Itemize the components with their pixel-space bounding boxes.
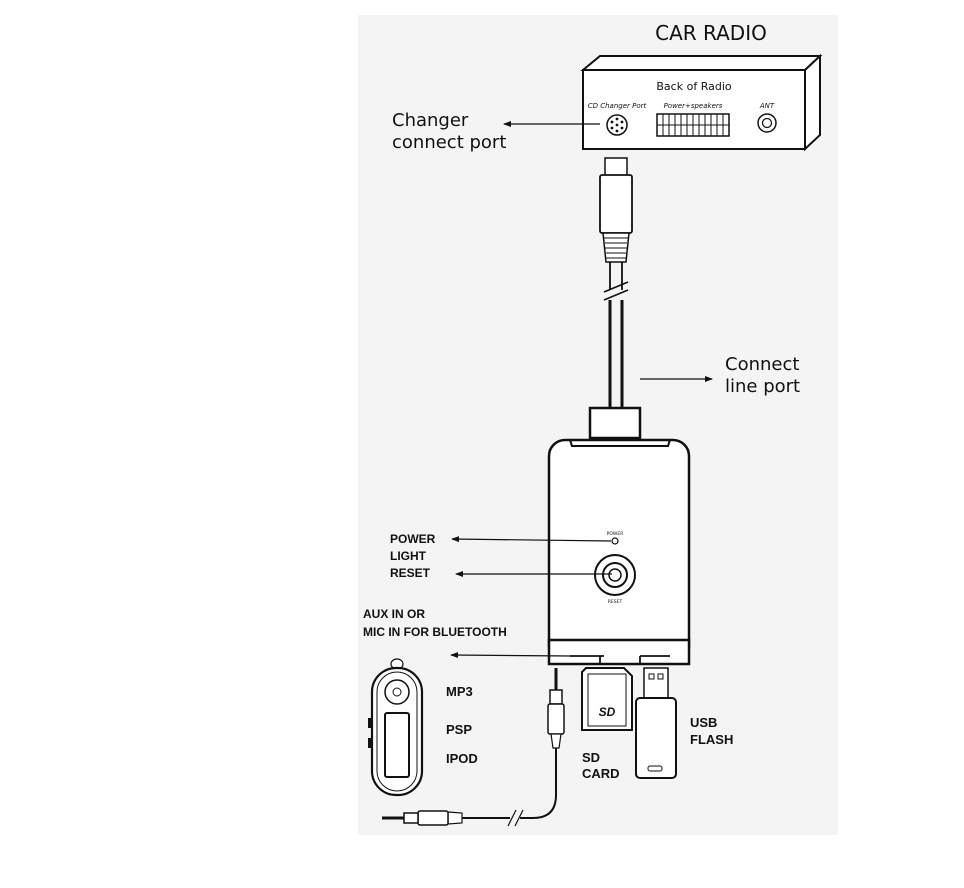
antenna-port-icon: [757, 113, 777, 133]
psp-label: PSP: [446, 722, 472, 737]
power-light-callout-line1: POWER: [390, 532, 436, 546]
power-light-arrow: [451, 536, 612, 543]
mp3-label: MP3: [446, 684, 473, 699]
changer-port-callout-line2: connect port: [392, 132, 506, 153]
reset-button[interactable]: [594, 554, 636, 596]
aux-in-callout-line1: AUX IN OR: [363, 607, 425, 621]
ant-label: ANT: [759, 102, 775, 110]
reset-callout: RESET: [390, 566, 431, 580]
device-reset-label: RESET: [608, 599, 623, 605]
mp3-player-icon: [368, 658, 424, 797]
cd-changer-port-label: CD Changer Port: [588, 102, 647, 110]
cd-changer-port-icon: [606, 114, 628, 136]
usb-flash-drive-icon: [635, 667, 677, 779]
aux-in-callout-line2: MIC IN FOR BLUETOOTH: [363, 625, 507, 639]
diagram-title: CAR RADIO: [655, 21, 767, 45]
sd-logo: SD: [599, 705, 616, 719]
sd-card-label-line2: CARD: [582, 766, 620, 781]
connect-line-callout-line2: line port: [725, 376, 800, 397]
power-speakers-label: Power+speakers: [664, 102, 723, 110]
changer-cable-plug: [599, 157, 633, 408]
power-light-icon: [611, 537, 619, 545]
aux-cable-icon: [382, 668, 565, 827]
power-speakers-connector-icon: [656, 113, 730, 137]
interface-device: POWER RESET: [547, 406, 691, 666]
device-power-label: POWER: [607, 531, 624, 537]
usb-flash-label-line2: FLASH: [690, 732, 733, 747]
connect-line-callout-line1: Connect: [725, 354, 799, 375]
changer-port-callout-line1: Changer: [392, 110, 469, 131]
sd-card-icon: SD: [581, 667, 633, 731]
aux-in-arrow: [450, 652, 571, 659]
sd-card-label-line1: SD: [582, 750, 600, 765]
car-radio-unit: Back of Radio CD Changer Port Power+spea…: [580, 53, 823, 152]
usb-flash-label-line1: USB: [690, 715, 717, 730]
ipod-label: IPOD: [446, 751, 478, 766]
back-of-radio-label: Back of Radio: [656, 80, 731, 93]
power-light-callout-line2: LIGHT: [390, 549, 427, 563]
